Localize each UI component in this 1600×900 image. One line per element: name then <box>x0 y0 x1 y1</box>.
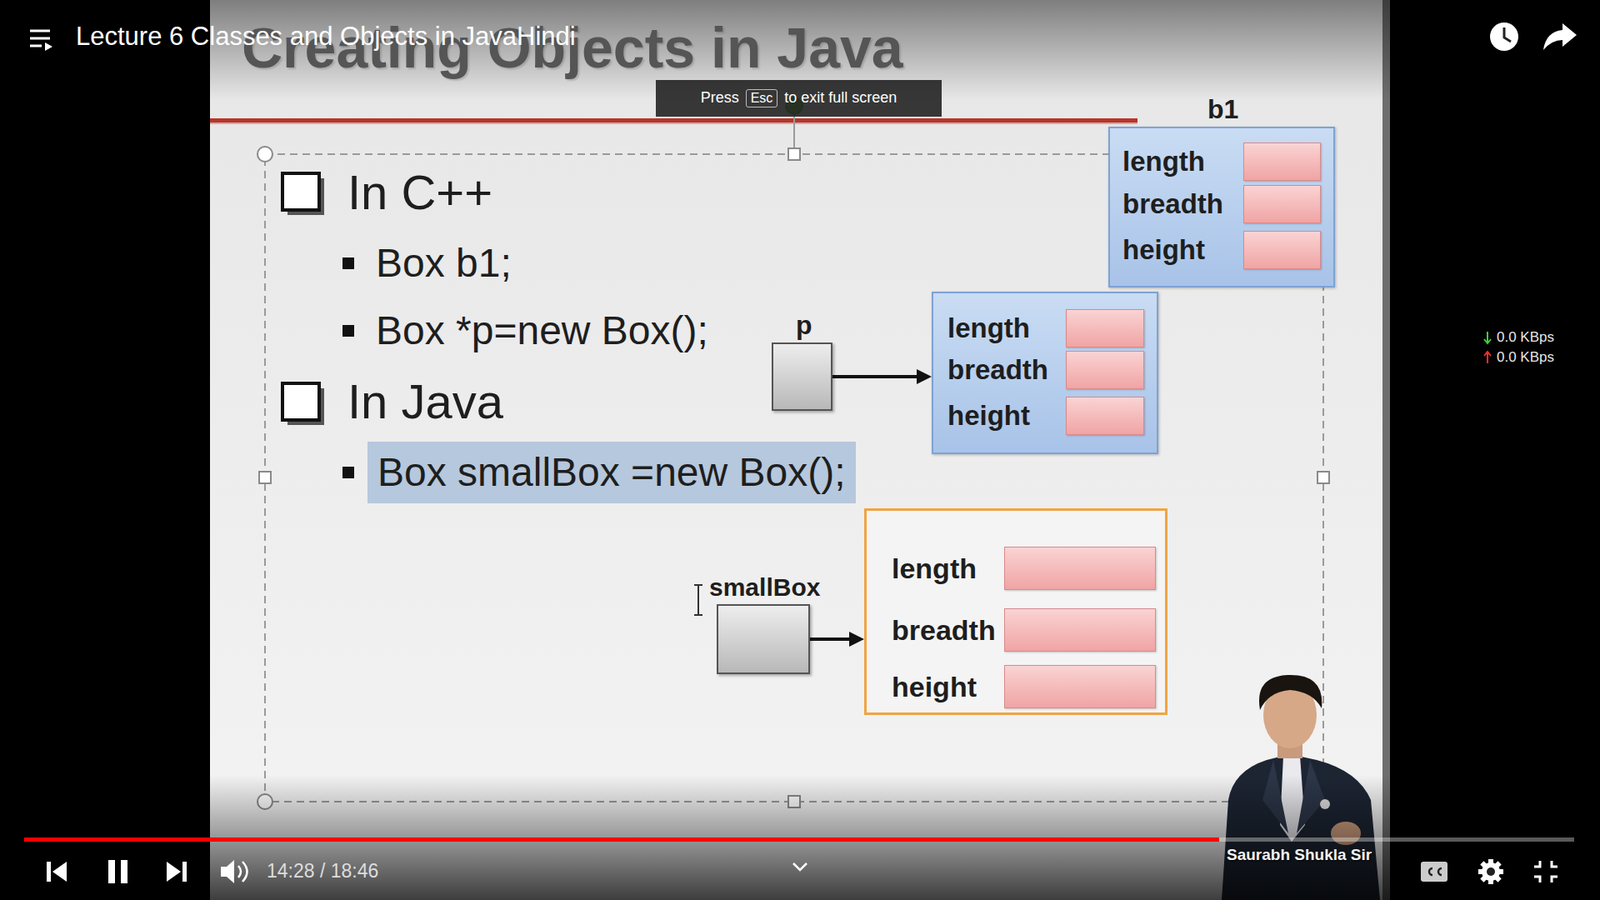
variable-name: b1 <box>1207 93 1239 125</box>
notice-text: Press <box>700 89 740 108</box>
code-line: Box b1; <box>375 239 512 288</box>
share-icon <box>1543 23 1577 50</box>
field-name: breadth <box>947 353 1049 387</box>
pointer-arrow <box>832 369 932 385</box>
arrow-head <box>916 369 932 385</box>
code-line: Box smallBox =new Box(); <box>367 441 856 504</box>
network-stat: 0.0 KBps <box>1496 349 1555 366</box>
field-name: length <box>1122 145 1205 179</box>
chevron-icon <box>793 863 807 870</box>
side-handle <box>1317 471 1330 484</box>
playlist-icon <box>30 30 50 46</box>
presenter-hair <box>1259 675 1322 710</box>
title-rule-shadow <box>210 122 1138 125</box>
pause-icon <box>108 860 115 884</box>
section-heading: In Java <box>347 372 504 431</box>
field-cell <box>1243 185 1321 224</box>
text-cursor <box>694 585 703 615</box>
video-title: Lecture 6 Classes and Objects in JavaHin… <box>75 20 576 52</box>
slide-edge <box>1382 0 1390 900</box>
field-name: height <box>947 399 1030 433</box>
arrow-head <box>849 631 865 647</box>
arrow-line <box>810 637 853 641</box>
field-name: breadth <box>1122 187 1224 221</box>
watermark: Saurabh Shukla Sir <box>1226 845 1372 865</box>
side-handle <box>788 148 800 160</box>
key-cap: Esc <box>745 89 779 108</box>
field-cell <box>1004 546 1156 590</box>
object-box: length breadth height <box>864 508 1168 715</box>
pause-icon <box>120 860 128 884</box>
upload-arrow <box>1484 351 1491 364</box>
captions-marks <box>1429 868 1442 875</box>
field-cell <box>1065 309 1145 348</box>
pointer-box: p <box>771 342 833 411</box>
field-name: length <box>891 551 977 586</box>
field-cell <box>1243 142 1321 181</box>
progress-played <box>24 837 1220 842</box>
captions-icon <box>1420 861 1448 882</box>
notice-text: to exit full screen <box>784 89 897 108</box>
checkbox-symbol <box>282 173 320 210</box>
object-box: length breadth height <box>931 291 1159 455</box>
field-cell <box>1065 350 1145 390</box>
bullet-symbol <box>342 325 355 337</box>
corner-handle <box>257 146 273 162</box>
network-stat: 0.0 KBps <box>1496 329 1555 346</box>
code-line: Box *p=new Box(); <box>375 306 709 355</box>
arrow-line <box>832 375 920 379</box>
bullet-symbol <box>342 466 355 479</box>
checkbox-symbol <box>282 383 320 420</box>
bullet-symbol <box>342 257 355 270</box>
playlist-play <box>45 42 53 51</box>
watch-later-icon <box>1490 22 1519 51</box>
volume-waves <box>238 861 248 882</box>
field-name: height <box>1122 233 1205 267</box>
field-cell <box>1004 665 1156 709</box>
download-arrow <box>1484 331 1491 344</box>
progress-track <box>24 837 1575 842</box>
field-name: height <box>891 670 977 705</box>
fullscreen-notice: Press Esc to exit full screen <box>655 80 942 117</box>
pointer-arrow <box>810 631 865 647</box>
side-handle <box>259 471 271 484</box>
volume-icon <box>220 860 235 884</box>
selection-frame <box>265 154 1324 802</box>
time-display: 14:28 / 18:46 <box>266 860 379 884</box>
section-heading: In C++ <box>347 163 493 222</box>
field-cell <box>1004 608 1156 652</box>
field-cell <box>1065 396 1145 435</box>
next-icon <box>166 861 187 882</box>
rotate-stem <box>793 114 795 149</box>
exit-fullscreen-icon <box>1534 860 1558 883</box>
pointer-box: smallBox <box>716 604 810 675</box>
previous-icon <box>46 861 67 882</box>
field-name: length <box>947 311 1030 345</box>
variable-name: p <box>795 309 813 341</box>
variable-name: smallBox <box>709 572 820 603</box>
title-rule <box>210 118 1138 123</box>
field-cell <box>1243 230 1321 270</box>
watch-later-hands <box>1504 27 1511 42</box>
settings-icon <box>1478 859 1504 885</box>
object-box: b1lengthbreadthheight <box>1108 126 1335 288</box>
field-name: breadth <box>891 613 996 648</box>
